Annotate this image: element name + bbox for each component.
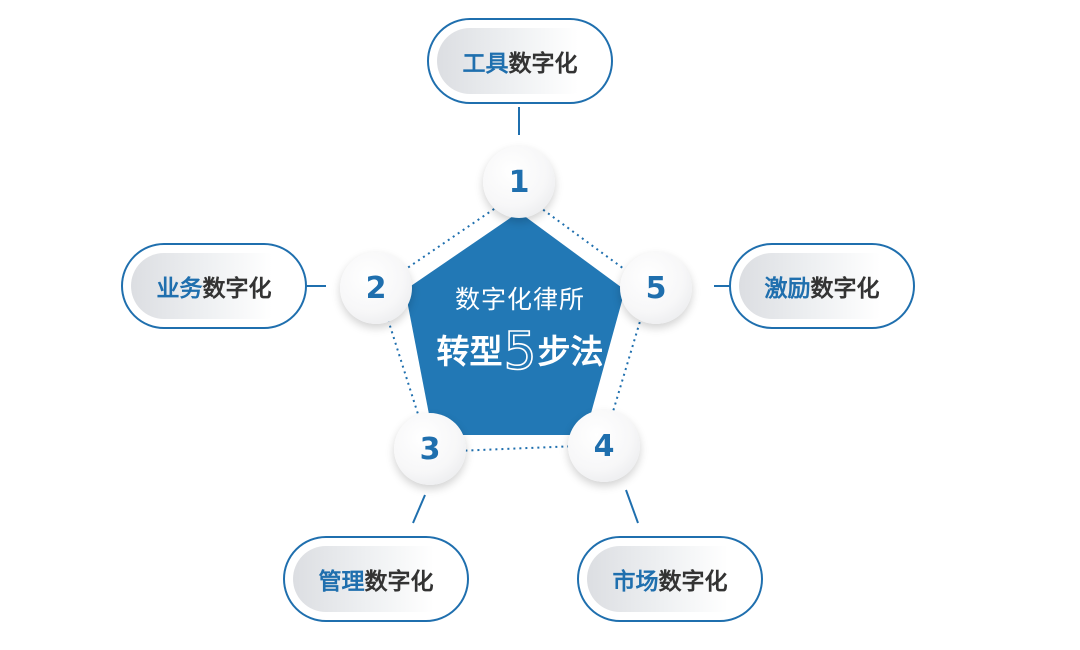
step-label-2-text: 业务数字化 — [131, 253, 297, 319]
step-node-1: 1 — [483, 146, 555, 218]
step-label-1-rest: 数字化 — [508, 51, 578, 77]
step-node-3: 3 — [394, 413, 466, 485]
step-label-4-rest: 数字化 — [658, 569, 728, 595]
step-label-1: 工具数字化 — [427, 18, 613, 104]
step-label-1-text: 工具数字化 — [437, 28, 603, 94]
step-label-1-accent: 工具 — [462, 51, 509, 77]
step-label-5-rest: 数字化 — [810, 276, 880, 302]
step-label-4-accent: 市场 — [612, 569, 659, 595]
step-label-3-text: 管理数字化 — [293, 546, 459, 612]
step-node-5: 5 — [620, 252, 692, 324]
center-title: 数字化律所 — [454, 285, 585, 314]
step-label-3-rest: 数字化 — [364, 569, 434, 595]
step-label-2: 业务数字化 — [121, 243, 307, 329]
center-subtitle: 转型5步法 — [420, 321, 620, 383]
step-label-4-text: 市场数字化 — [587, 546, 753, 612]
center-subtitle-prefix: 转型 — [436, 332, 503, 371]
step-label-2-accent: 业务 — [156, 276, 203, 302]
connector-line-4 — [625, 489, 639, 524]
step-label-5: 激励数字化 — [729, 243, 915, 329]
center-subtitle-number: 5 — [503, 321, 538, 383]
step-label-3-accent: 管理 — [318, 569, 365, 595]
center-subtitle-suffix: 步法 — [537, 332, 604, 371]
step-label-4: 市场数字化 — [577, 536, 763, 622]
step-node-4: 4 — [568, 410, 640, 482]
step-node-2: 2 — [340, 252, 412, 324]
step-label-3: 管理数字化 — [283, 536, 469, 622]
step-label-5-accent: 激励 — [764, 276, 811, 302]
step-label-5-text: 激励数字化 — [739, 253, 905, 319]
step-label-2-rest: 数字化 — [202, 276, 272, 302]
center-pentagon — [405, 212, 625, 435]
connector-line-3 — [412, 494, 426, 524]
